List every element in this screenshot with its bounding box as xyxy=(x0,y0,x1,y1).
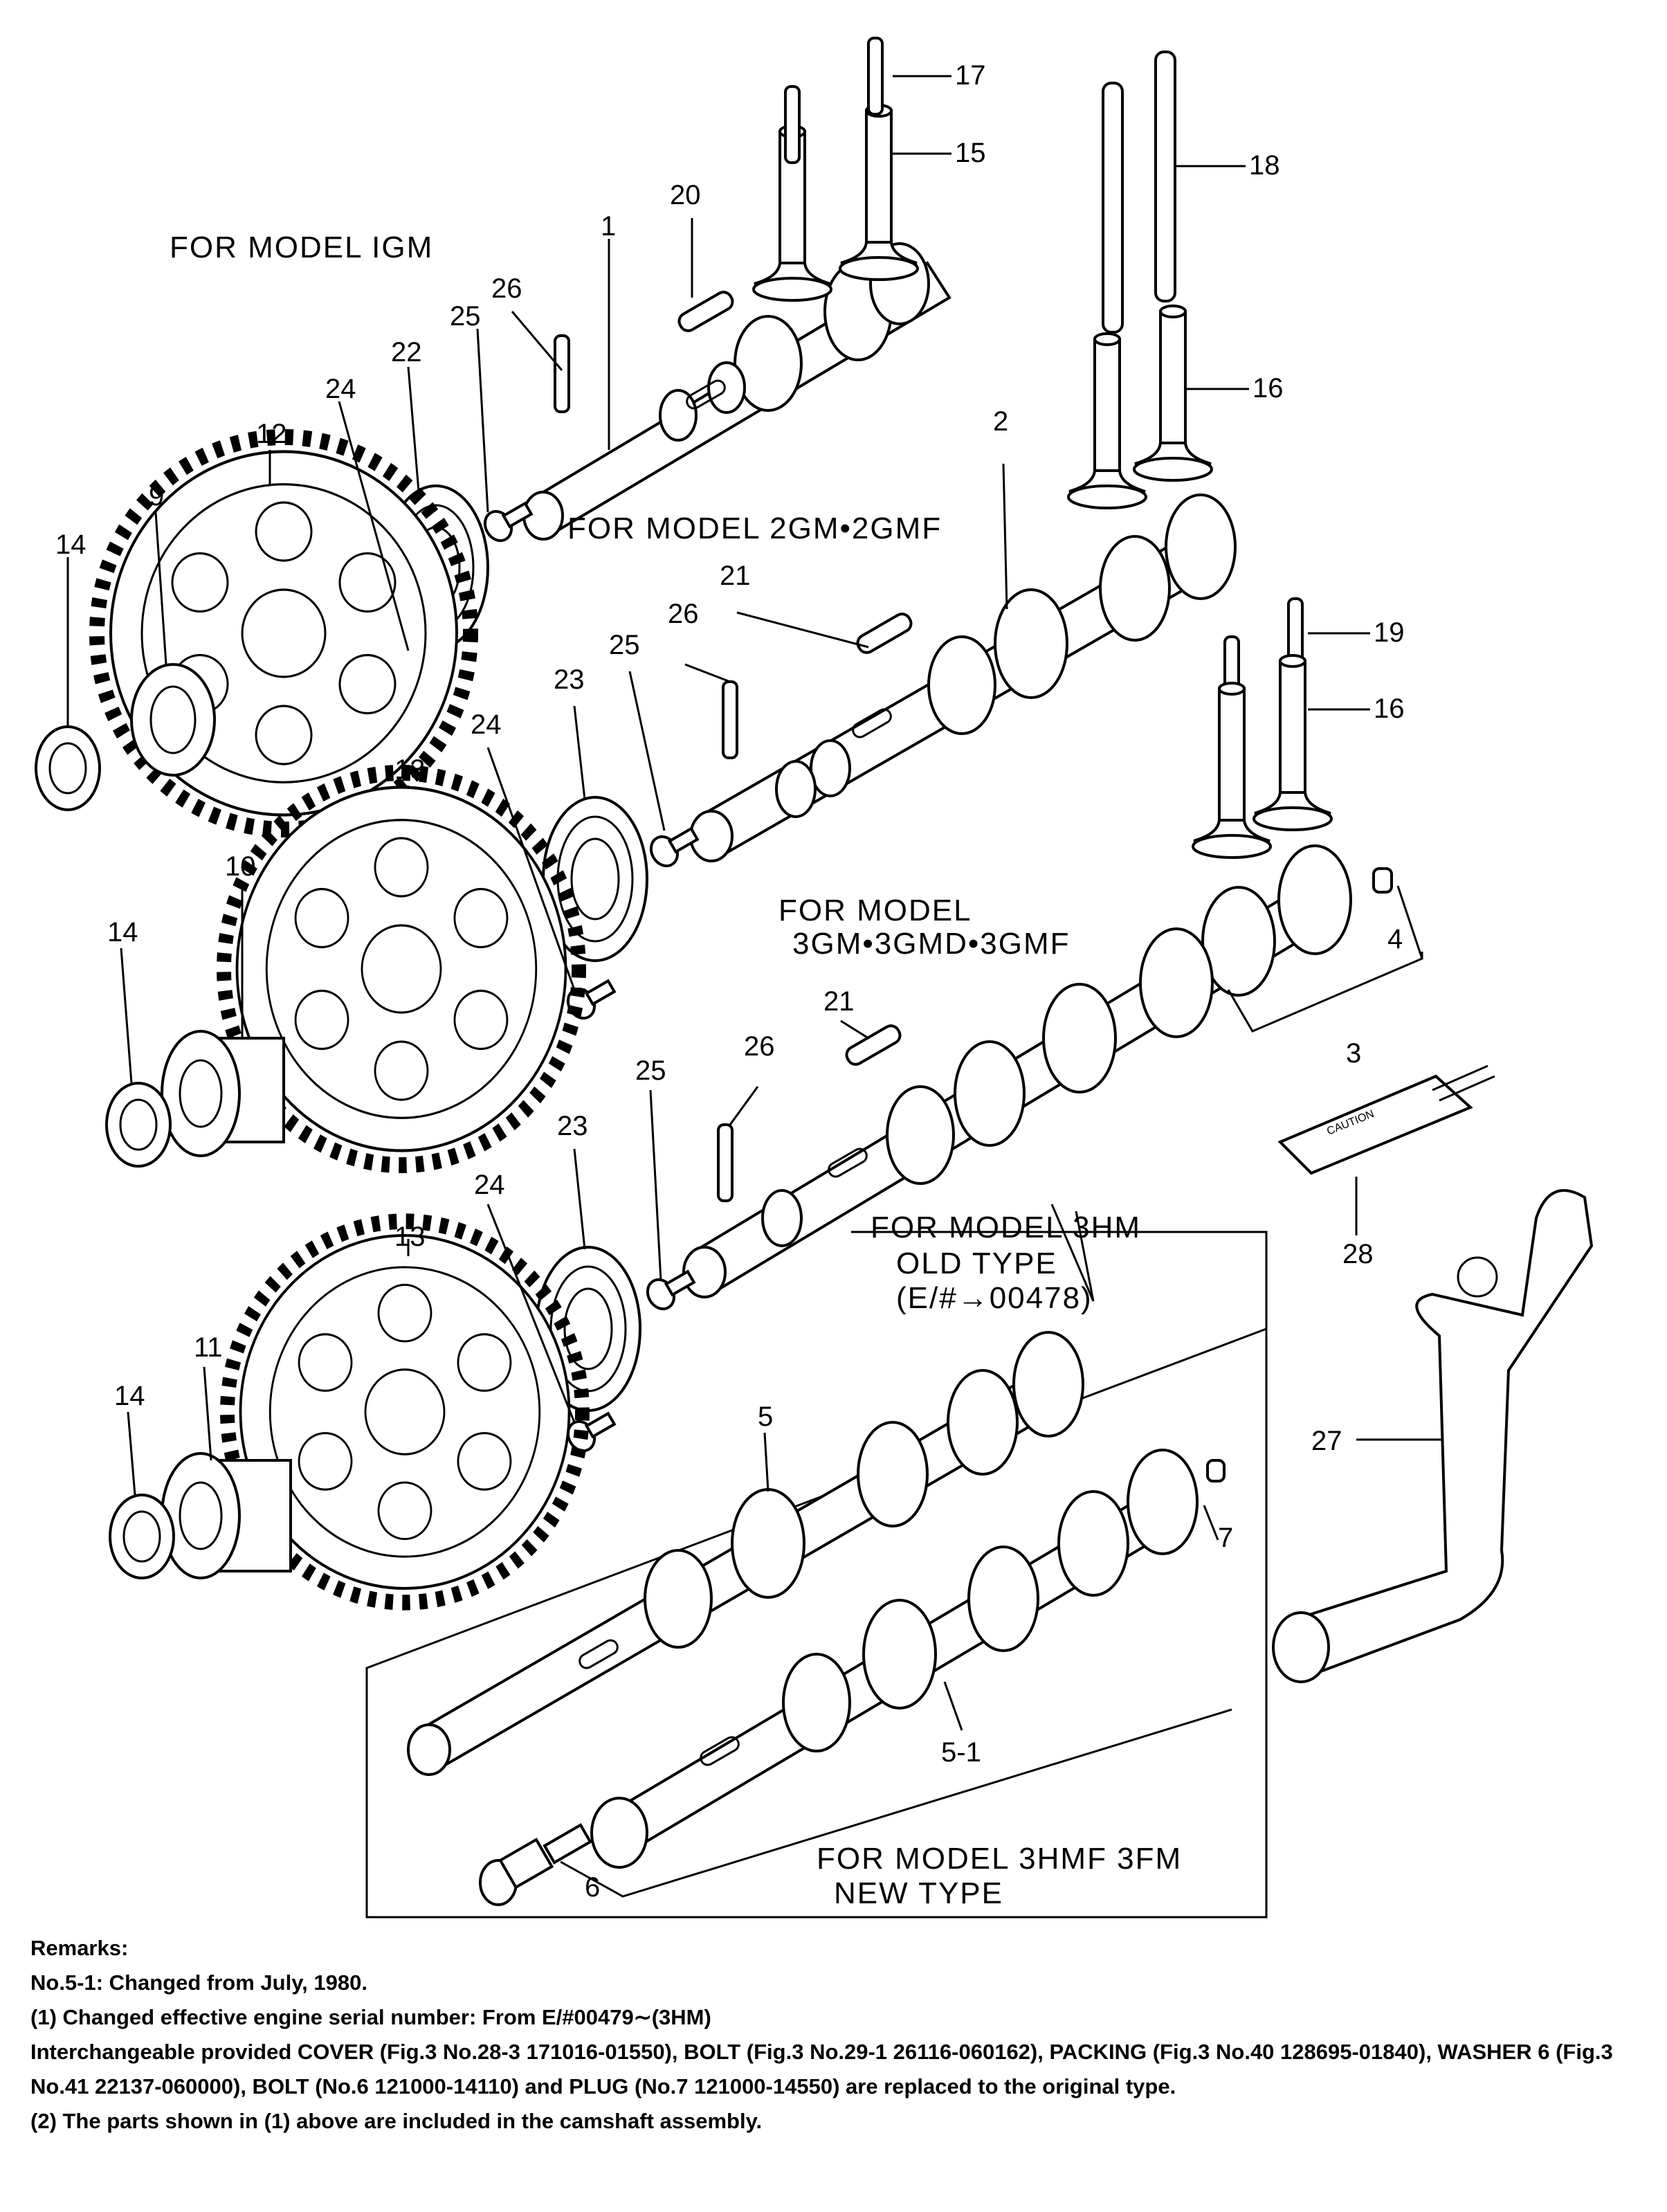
tappet-16d xyxy=(1192,682,1272,859)
plug-4 xyxy=(1372,867,1393,894)
caution-tag-28: CAUTION xyxy=(1277,1064,1495,1175)
part-labels: 17 15 18 20 1 26 25 22 24 12 9 14 16 2 2… xyxy=(55,60,1405,1903)
collar-9 xyxy=(130,663,216,777)
tappet-16 xyxy=(1133,305,1213,482)
label-24b: 24 xyxy=(471,709,502,740)
label-5-1: 5-1 xyxy=(941,1737,981,1768)
model-title-3hm-a: FOR MODEL 3HM xyxy=(871,1211,1141,1244)
label-23a: 23 xyxy=(554,664,585,695)
crank-handle-27 xyxy=(1272,1189,1594,1683)
label-15: 15 xyxy=(955,138,986,168)
label-17: 17 xyxy=(955,60,986,91)
bolt-6 xyxy=(479,1823,592,1906)
label-20: 20 xyxy=(670,180,701,210)
nut-14a xyxy=(35,725,101,811)
label-22: 22 xyxy=(391,337,422,368)
key-20 xyxy=(675,287,737,336)
label-25c: 25 xyxy=(635,1055,666,1086)
label-14c: 14 xyxy=(114,1381,145,1411)
label-1: 1 xyxy=(601,211,616,242)
nut-14c xyxy=(109,1494,175,1579)
label-13a: 13 xyxy=(394,754,426,785)
parts-diagram: CAUTION xyxy=(35,37,1594,1919)
pin-26c xyxy=(717,1123,734,1202)
label-26a: 26 xyxy=(491,273,522,304)
model-title-3hm-c: (E/#→00478) xyxy=(896,1281,1093,1315)
key-21a xyxy=(853,609,916,658)
pushrod-18 xyxy=(1102,51,1176,334)
label-25a: 25 xyxy=(450,301,481,332)
nut-14b xyxy=(105,1082,172,1168)
pin-17b xyxy=(784,85,801,164)
label-26c: 26 xyxy=(744,1031,775,1062)
label-28: 28 xyxy=(1342,1239,1374,1269)
pin-26a xyxy=(554,334,570,413)
label-11: 11 xyxy=(194,1332,223,1363)
model-title-3hm-b: OLD TYPE xyxy=(896,1246,1057,1280)
pin-17 xyxy=(867,37,884,116)
model-title-2gm: FOR MODEL 2GM•2GMF xyxy=(567,511,942,545)
label-2: 2 xyxy=(993,406,1008,437)
collar-11 xyxy=(161,1452,292,1579)
tappet-16c xyxy=(1252,654,1333,831)
label-9: 9 xyxy=(149,481,164,511)
label-5: 5 xyxy=(758,1402,773,1432)
label-27: 27 xyxy=(1311,1426,1342,1456)
label-16b: 16 xyxy=(1374,693,1405,724)
label-10: 10 xyxy=(225,851,256,882)
model-title-3hmf-a: FOR MODEL 3HMF 3FM xyxy=(817,1842,1182,1876)
label-6: 6 xyxy=(585,1872,600,1903)
model-title-1gm: FOR MODEL IGM xyxy=(170,230,433,264)
remarks-line-4: (2) The parts shown in (1) above are inc… xyxy=(30,2109,763,2133)
pin-26b xyxy=(722,680,738,759)
remarks-heading: Remarks: xyxy=(30,1936,129,1960)
camshaft-1gm xyxy=(522,242,951,541)
label-21b: 21 xyxy=(823,986,855,1017)
key-21b xyxy=(842,1021,904,1069)
label-24a: 24 xyxy=(325,374,356,404)
box-3hm xyxy=(365,1231,1268,1919)
label-13b: 13 xyxy=(394,1222,426,1252)
label-4: 4 xyxy=(1387,924,1403,954)
remarks-line-3: Interchangeable provided COVER (Fig.3 No… xyxy=(30,2040,1613,2098)
label-21a: 21 xyxy=(720,561,751,591)
camshaft-3gm xyxy=(682,844,1352,1298)
plug-7 xyxy=(1206,1459,1226,1483)
label-19: 19 xyxy=(1374,617,1405,648)
remarks-line-2: (1) Changed effective engine serial numb… xyxy=(30,2005,711,2029)
label-16a: 16 xyxy=(1252,373,1284,404)
camshaft-5-1 xyxy=(590,1449,1199,1869)
label-26b: 26 xyxy=(668,599,699,629)
label-25b: 25 xyxy=(609,630,640,660)
label-12: 12 xyxy=(256,419,287,449)
model-title-3hmf-b: NEW TYPE xyxy=(834,1876,1003,1910)
tappet-16b xyxy=(1067,332,1147,509)
leader-lines xyxy=(66,75,1443,1898)
label-3: 3 xyxy=(1346,1038,1361,1069)
model-title-3gm-a: FOR MODEL xyxy=(778,894,972,927)
label-24c: 24 xyxy=(474,1170,505,1200)
label-14a: 14 xyxy=(55,529,86,560)
remarks: Remarks: No.5-1: Changed from July, 1980… xyxy=(30,1931,1643,2139)
camshaft-5 xyxy=(407,1331,1084,1776)
label-7: 7 xyxy=(1218,1523,1233,1553)
model-title-3gm-b: 3GM•3GMD•3GMF xyxy=(792,927,1071,961)
label-14b: 14 xyxy=(107,917,138,948)
label-23b: 23 xyxy=(557,1111,588,1141)
camshaft-2gm xyxy=(689,493,1237,862)
remarks-line-1: No.5-1: Changed from July, 1980. xyxy=(30,1970,367,1995)
collar-10 xyxy=(161,1030,285,1157)
label-18: 18 xyxy=(1249,150,1280,181)
